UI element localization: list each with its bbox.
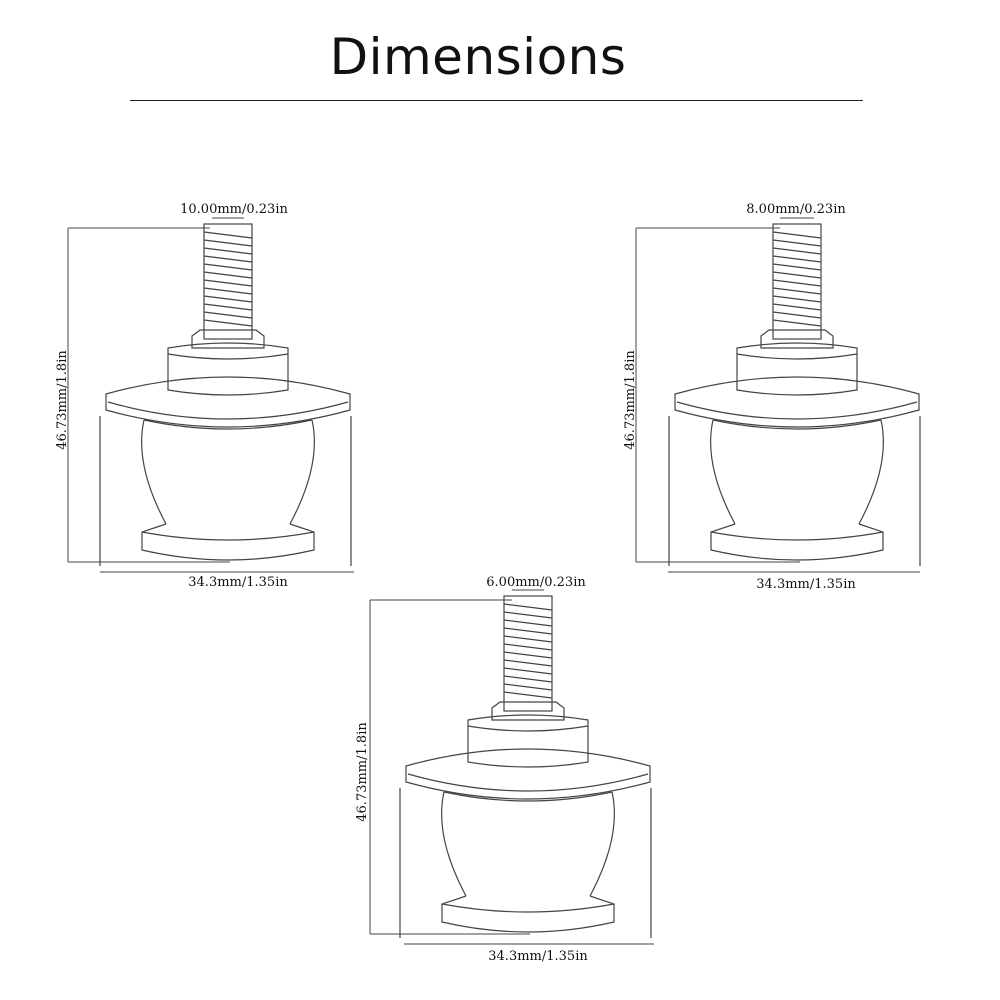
- spool-b-dimension-lines: [635, 217, 920, 573]
- spool-a-width-label: 34.3mm/1.35in: [188, 575, 288, 590]
- spool-a-thread-label: 10.00mm/0.23in: [180, 202, 288, 217]
- spool-c-dimension-lines: [369, 589, 654, 945]
- spool-c-width-label: 34.3mm/1.35in: [488, 949, 588, 964]
- spool-a-outline: [99, 223, 352, 567]
- page-title: Dimensions: [329, 28, 627, 86]
- spool-b-width-label: 34.3mm/1.35in: [756, 577, 856, 592]
- spool-b: 8.00mm/0.23in 34.3mm/1.35in 46.73mm/1.8i…: [623, 202, 921, 592]
- spool-b-height-label: 46.73mm/1.8in: [623, 350, 638, 450]
- spool-c: 6.00mm/0.23in 34.3mm/1.35in 46.73mm/1.8i…: [355, 575, 654, 964]
- title-underline: [130, 100, 863, 101]
- spool-a-dimension-lines: [67, 217, 354, 573]
- spool-b-thread-label: 8.00mm/0.23in: [746, 202, 846, 217]
- spool-c-outline: [399, 595, 652, 939]
- spool-a: 10.00mm/0.23in 34.3mm/1.35in 46.73mm/1.8…: [55, 202, 354, 590]
- spool-a-height-label: 46.73mm/1.8in: [55, 350, 70, 450]
- spool-c-height-label: 46.73mm/1.8in: [355, 722, 370, 822]
- spool-c-thread-label: 6.00mm/0.23in: [486, 575, 586, 590]
- spool-b-outline: [668, 223, 921, 567]
